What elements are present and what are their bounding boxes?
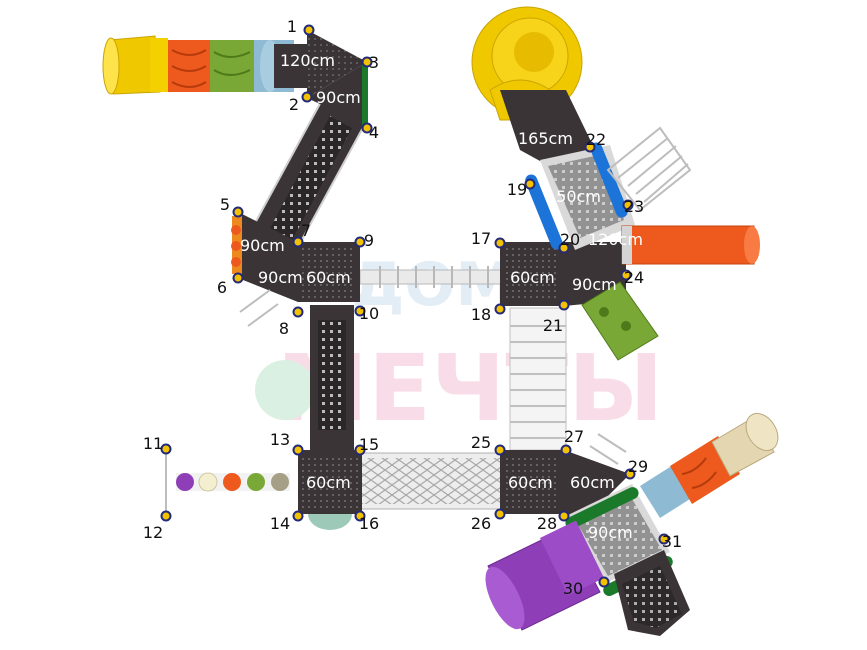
point-number: 5 — [220, 195, 230, 214]
height-label: 60cm — [508, 473, 553, 492]
height-label: 90cm — [258, 268, 303, 287]
play-panel-balls — [165, 449, 290, 516]
point-marker — [354, 305, 366, 317]
point-number: 8 — [279, 319, 289, 338]
point-marker — [303, 24, 315, 36]
net-bridge-bottom — [359, 452, 503, 510]
point-marker — [354, 444, 366, 456]
point-marker — [160, 443, 172, 455]
deck-bottom-right — [500, 450, 630, 518]
tube-slide-bottom-right — [640, 412, 779, 518]
height-label: 120cm — [588, 230, 643, 249]
green-climber — [581, 281, 659, 361]
point-number: 23 — [624, 197, 644, 216]
point-number: 26 — [471, 514, 491, 533]
point-number: 12 — [143, 523, 163, 542]
point-number: 31 — [662, 532, 682, 551]
point-number: 19 — [507, 180, 527, 199]
point-number: 4 — [369, 123, 379, 142]
bridge-left-vertical — [310, 305, 354, 450]
height-labels: 120cm 90cm 90cm 90cm 60cm 60cm 165cm 150… — [240, 51, 643, 542]
point-number: 1 — [287, 17, 297, 36]
point-marker — [494, 508, 506, 520]
spiral-slide — [471, 6, 583, 121]
point-number: 17 — [471, 229, 491, 248]
point-number: 10 — [359, 304, 379, 323]
point-marker — [558, 299, 570, 311]
point-number: 9 — [364, 231, 374, 250]
deck-left — [231, 212, 360, 302]
step-bottom-right — [589, 433, 627, 465]
point-marker — [232, 206, 244, 218]
point-number: 14 — [270, 514, 290, 533]
wave-slide-orange — [621, 225, 760, 265]
point-marker — [494, 303, 506, 315]
point-number: 11 — [143, 434, 163, 453]
height-label: 120cm — [280, 51, 335, 70]
tube-slide-top-left — [102, 35, 294, 95]
ladder-top-right — [606, 126, 692, 212]
point-marker — [658, 533, 670, 545]
point-marker — [160, 510, 172, 522]
tube-slide-purple — [485, 520, 605, 631]
point-number: 28 — [537, 514, 557, 533]
point-marker — [558, 242, 570, 254]
point-number: 18 — [471, 305, 491, 324]
point-marker — [292, 306, 304, 318]
point-marker — [622, 199, 634, 211]
point-marker — [560, 444, 572, 456]
step-left-8 — [239, 289, 279, 327]
height-label: 90cm — [240, 236, 285, 255]
point-marker — [354, 510, 366, 522]
ramp-bottom-right — [614, 550, 690, 636]
point-number: 29 — [628, 457, 648, 476]
point-number: 21 — [543, 316, 563, 335]
height-label: 60cm — [570, 473, 615, 492]
point-number: 25 — [471, 433, 491, 452]
point-marker — [524, 178, 536, 190]
point-marker — [354, 236, 366, 248]
point-marker — [598, 576, 610, 588]
height-label: 60cm — [510, 268, 555, 287]
height-label: 90cm — [316, 88, 361, 107]
height-label: 150cm — [546, 187, 601, 206]
numbered-markers: 1234567891011121314151617181920212223242… — [143, 17, 682, 598]
point-number: 27 — [564, 427, 584, 446]
tower-right — [500, 90, 635, 250]
deck-center-right — [500, 242, 626, 306]
point-marker — [494, 444, 506, 456]
point-number: 2 — [289, 95, 299, 114]
point-number: 30 — [563, 579, 583, 598]
point-number: 13 — [270, 430, 290, 449]
point-marker — [292, 444, 304, 456]
point-number: 16 — [359, 514, 379, 533]
point-marker — [361, 122, 373, 134]
height-label: 165cm — [518, 129, 573, 148]
point-marker — [624, 468, 636, 480]
point-marker — [292, 510, 304, 522]
point-number: 6 — [217, 278, 227, 297]
point-number: 3 — [369, 53, 379, 72]
point-marker — [494, 237, 506, 249]
point-marker — [292, 236, 304, 248]
point-number: 7 — [301, 221, 311, 240]
height-label: 90cm — [588, 523, 633, 542]
point-marker — [301, 91, 313, 103]
point-marker — [620, 269, 632, 281]
point-marker — [558, 510, 570, 522]
point-marker — [361, 56, 373, 68]
deck-top-triangle — [274, 30, 368, 128]
point-number: 15 — [359, 435, 379, 454]
deck-bottom-left — [298, 450, 362, 530]
height-label: 60cm — [306, 268, 351, 287]
point-number: 22 — [586, 130, 606, 149]
point-marker — [584, 141, 596, 153]
point-number: 24 — [624, 268, 644, 287]
bridge-top — [359, 266, 503, 288]
point-marker — [232, 272, 244, 284]
height-label: 90cm — [572, 275, 617, 294]
point-number: 20 — [560, 230, 580, 249]
height-label: 60cm — [306, 473, 351, 492]
